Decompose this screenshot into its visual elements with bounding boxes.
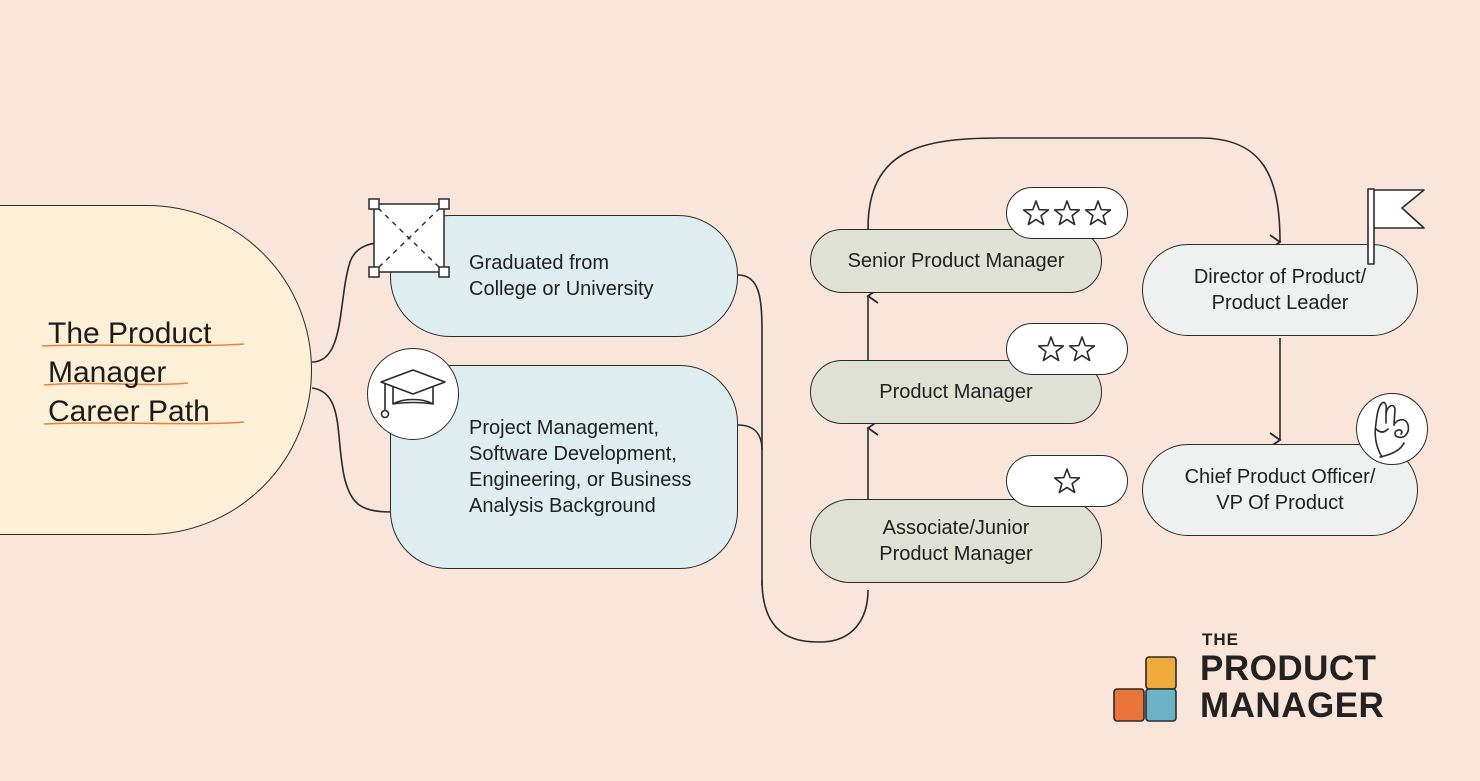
role-product-manager-label: Product Manager (879, 381, 1033, 403)
logo-product-text: PRODUCT (1200, 649, 1377, 688)
merge-background (737, 424, 763, 451)
star-icon (1037, 336, 1065, 362)
role-associate-label: Associate/Junior Product Manager (879, 517, 1033, 565)
role-senior-label: Senior Product Manager (847, 250, 1065, 272)
role-senior-pm: Senior Product Manager (810, 229, 1102, 293)
rating-badge-product-manager (1006, 323, 1128, 375)
role-director-of-product: Director of Product/ Product Leader (1142, 244, 1418, 336)
title-underlines (41, 343, 245, 425)
merge-college (737, 274, 763, 585)
star-icon (1084, 200, 1111, 226)
branch-to-background (311, 387, 393, 513)
education-background-label: Project Management, Software Development… (469, 417, 692, 517)
logo-squares-icon (1113, 656, 1177, 722)
role-cpo-label: Chief Product Officer/ VP Of Product (1184, 466, 1376, 514)
star-icon (1022, 200, 1049, 226)
rating-badge-associate (1006, 455, 1128, 507)
education-college-label: Graduated from College or University (469, 252, 654, 300)
star-icon (1068, 336, 1096, 362)
arrow-senior-to-director (867, 137, 1282, 250)
role-director-label: Director of Product/ Product Leader (1193, 266, 1367, 314)
placeholder-frame-icon (366, 196, 450, 280)
branch-to-college (311, 241, 393, 363)
graduation-cap-icon (367, 348, 459, 440)
star-icon (1053, 468, 1080, 494)
logo-the-text: THE (1202, 630, 1239, 649)
flag-icon (1362, 186, 1428, 266)
logo-manager-text: MANAGER (1200, 686, 1385, 725)
path-to-associate (761, 579, 869, 643)
role-associate-junior-pm: Associate/Junior Product Manager (810, 499, 1102, 583)
diagram-title: The Product Manager Career Path (48, 317, 212, 428)
brand-logo: THE PRODUCT MANAGER (1112, 628, 1402, 728)
hand-gesture-icon (1356, 393, 1428, 465)
star-icon (1053, 200, 1080, 226)
rating-badge-senior (1006, 187, 1128, 239)
title-blob (0, 205, 312, 535)
